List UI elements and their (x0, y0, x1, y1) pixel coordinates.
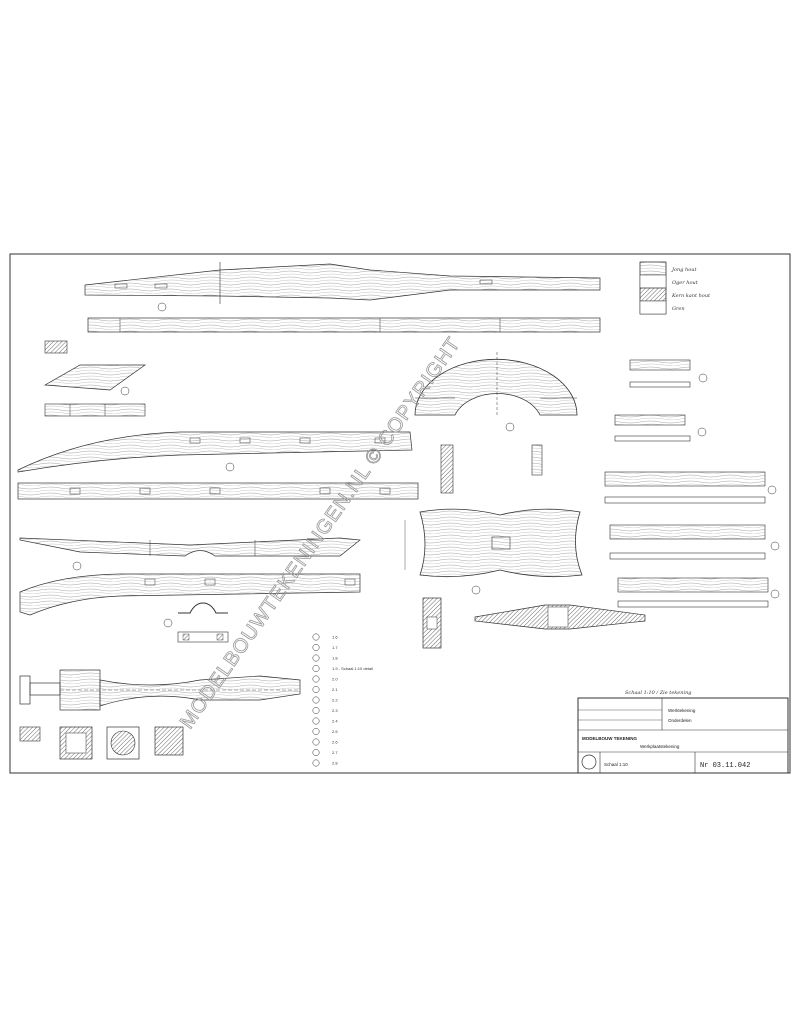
part-list-marker (312, 665, 320, 672)
part-list-item: 2.7 (332, 750, 338, 755)
part-list-item: 2.2 (332, 698, 338, 703)
part-post (440, 444, 454, 494)
part-list-item: 2.5 (332, 729, 338, 734)
part-list-item: 2.6 (332, 740, 338, 745)
part-wedge (43, 364, 147, 417)
part-bowtie-plate (404, 508, 583, 595)
parts-right-small (614, 359, 708, 442)
scale-note: Schaal 1:10 / Zie tekening (625, 690, 692, 696)
part-list-item: 2.1 (332, 687, 338, 692)
part-list-marker (312, 759, 320, 767)
part-arch (414, 352, 578, 432)
part-list-item: 2.0 (332, 677, 338, 682)
title-company: MODELBOUW TEKENING (582, 736, 637, 741)
part-lower-assembly (19, 669, 301, 711)
part-small-block (44, 340, 68, 354)
part-hatched-block (422, 597, 442, 649)
cross-sections (19, 726, 184, 760)
part-tapered-rod (474, 604, 646, 630)
title-subject: Onderdelen (668, 718, 692, 723)
part-list-item: 1.7 (332, 645, 338, 650)
title-subtitle: Werkplaatstekening (640, 744, 680, 749)
part-post-2 (531, 444, 543, 476)
legend-item-4: Gren (672, 306, 685, 312)
company-logo-icon (581, 754, 597, 770)
drawing-number: Nr 03.11.042 (700, 762, 750, 770)
part-list-marker (312, 654, 320, 662)
part-list-item: 2.3 (332, 708, 338, 713)
legend: Jong hout Oger hout Kern kant hout Gren (639, 261, 711, 315)
title-scale: Schaal 1:10 (604, 762, 628, 767)
title-block: Werktekening Onderdelen MODELBOUW TEKENI… (577, 697, 789, 774)
part-list: 1.6 1.7 1.8 1.9 - Schaal 1:10 detail 2.0 2.1 2… (312, 633, 373, 767)
legend-item-1: Jong hout (671, 267, 697, 273)
part-top-spar (84, 262, 601, 312)
legend-item-2: Oger hout (672, 280, 699, 286)
part-list-item: 2.8 (332, 761, 338, 766)
part-notched-spar (19, 537, 361, 557)
part-list-marker (312, 717, 320, 725)
part-list-marker (312, 696, 320, 704)
part-list-item: 2.4 (332, 719, 338, 724)
part-long-beam (87, 317, 601, 333)
part-list-marker (312, 728, 320, 735)
part-list-marker (312, 675, 320, 683)
part-list-item: 1.9 - Schaal 1:10 detail (332, 666, 373, 671)
part-curved-lower-beam (19, 561, 361, 616)
legend-item-3: Kern kant hout (671, 293, 711, 299)
part-list-item: 1.6 (332, 635, 338, 640)
part-list-item: 1.8 (332, 656, 338, 661)
part-list-marker (312, 749, 320, 756)
part-list-marker (312, 633, 320, 641)
part-list-marker (312, 738, 320, 746)
title-project: Werktekening (668, 708, 696, 713)
part-straight-beam (17, 482, 419, 500)
part-list-marker (312, 707, 320, 714)
part-list-marker (312, 644, 320, 651)
part-list-marker (312, 686, 320, 693)
part-bracket (163, 602, 229, 643)
part-curved-beam (17, 431, 413, 473)
parts-right-strips (604, 471, 780, 608)
